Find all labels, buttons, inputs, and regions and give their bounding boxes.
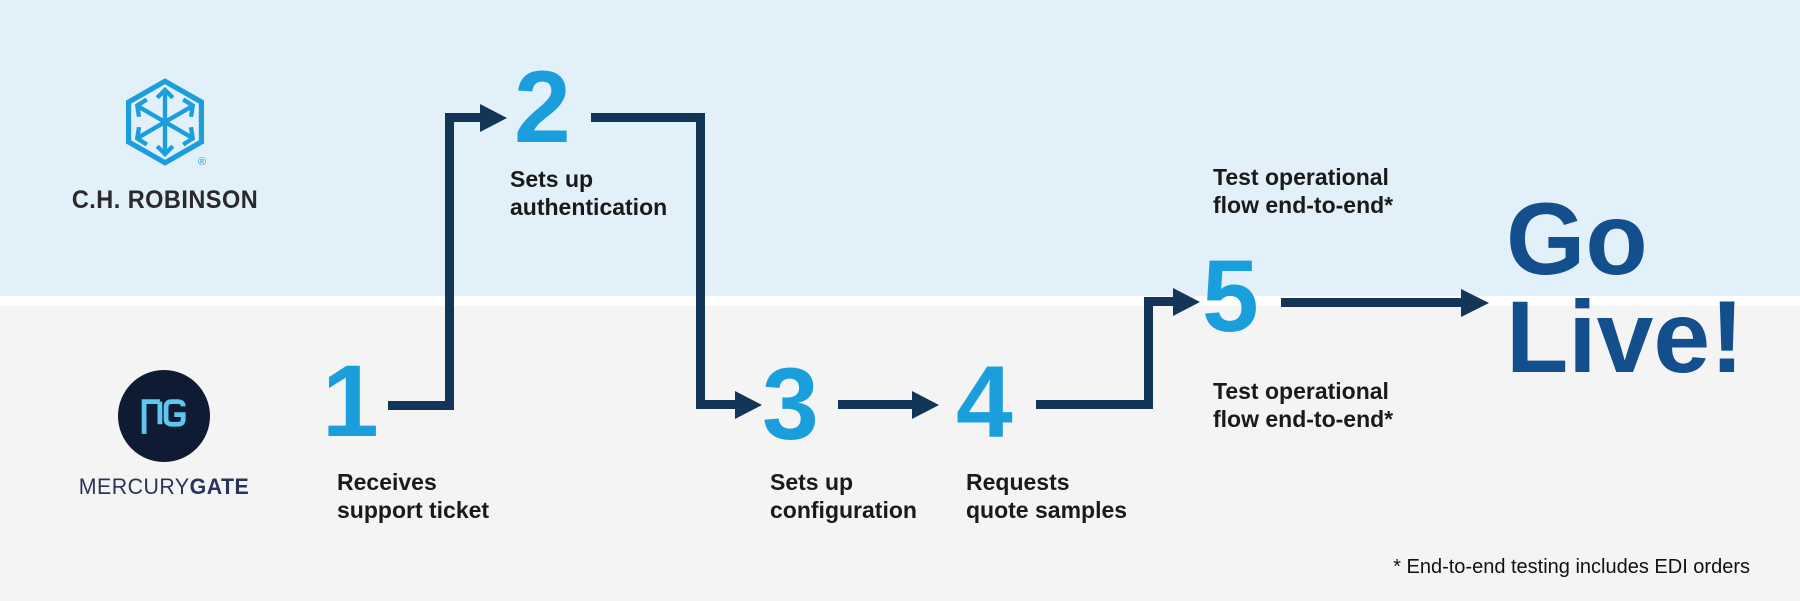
go-live-line1: Go xyxy=(1506,182,1648,296)
registered-trademark-symbol: ® xyxy=(198,156,207,168)
step-1-label: Receives support ticket xyxy=(337,468,489,524)
step-5-label-bottom: Test operational flow end-to-end* xyxy=(1213,377,1393,433)
arrow-4-to-5-horizontal xyxy=(1036,400,1144,409)
arrowhead-into-4-icon xyxy=(912,391,939,419)
mercurygate-wordmark-bold: GATE xyxy=(189,474,250,499)
arrow-2-to-3-vertical xyxy=(696,113,705,409)
mercurygate-wordmark: MERCURYGATE xyxy=(53,474,274,500)
mercurygate-wordmark-regular: MERCURY xyxy=(78,474,190,499)
go-live-title: Go Live! xyxy=(1506,182,1745,394)
arrow-4-to-5-top xyxy=(1153,297,1173,306)
arrow-4-to-5-vertical xyxy=(1144,297,1153,409)
step-4-label-line2: quote samples xyxy=(966,497,1128,523)
step-4-number: 4 xyxy=(956,345,1013,459)
chrobinson-wordmark: C.H. ROBINSON xyxy=(71,186,259,214)
arrowhead-into-5-icon xyxy=(1173,288,1200,316)
arrow-1-to-2-top xyxy=(454,113,480,122)
step-2-number: 2 xyxy=(514,50,571,164)
arrow-3-to-4-horizontal xyxy=(838,400,912,409)
step-3-label-line2: configuration xyxy=(770,497,917,523)
step-5-label-bottom-line1: Test operational xyxy=(1213,378,1389,404)
step-2-label: Sets up authentication xyxy=(510,165,667,221)
step-5-number: 5 xyxy=(1202,239,1259,353)
arrowhead-into-3-icon xyxy=(735,391,762,419)
arrowhead-into-golive-icon xyxy=(1461,289,1489,317)
step-5-label-top: Test operational flow end-to-end* xyxy=(1213,163,1393,219)
step-5-label-bottom-line2: flow end-to-end* xyxy=(1213,406,1394,432)
step-5-label-top-line1: Test operational xyxy=(1213,164,1389,190)
arrow-1-to-2-horizontal xyxy=(388,401,448,410)
bottom-lane-background xyxy=(0,306,1800,601)
footnote: * End-to-end testing includes EDI orders xyxy=(1393,556,1750,578)
step-4-label: Requests quote samples xyxy=(966,468,1127,524)
step-3-label-line1: Sets up xyxy=(770,469,854,495)
step-2-label-line1: Sets up xyxy=(510,166,594,192)
go-live-line2: Live! xyxy=(1506,280,1745,394)
arrow-2-to-3-horizontal xyxy=(591,113,696,122)
step-1-label-line2: support ticket xyxy=(337,497,490,523)
mg-monogram-icon xyxy=(118,370,210,462)
arrowhead-into-2-icon xyxy=(480,104,507,132)
step-5-label-top-line2: flow end-to-end* xyxy=(1213,192,1394,218)
step-4-label-line1: Requests xyxy=(966,469,1070,495)
step-3-number: 3 xyxy=(762,347,819,461)
arrow-2-to-3-bottom xyxy=(705,400,735,409)
top-lane-background xyxy=(0,0,1800,296)
arrow-1-to-2-vertical xyxy=(445,113,454,410)
arrow-5-to-golive-horizontal xyxy=(1281,298,1461,307)
step-3-label: Sets up configuration xyxy=(770,468,917,524)
step-1-number: 1 xyxy=(322,344,379,458)
step-1-label-line1: Receives xyxy=(337,469,437,495)
step-2-label-line2: authentication xyxy=(510,194,668,220)
hexagon-cube-arrows-icon xyxy=(126,78,204,166)
